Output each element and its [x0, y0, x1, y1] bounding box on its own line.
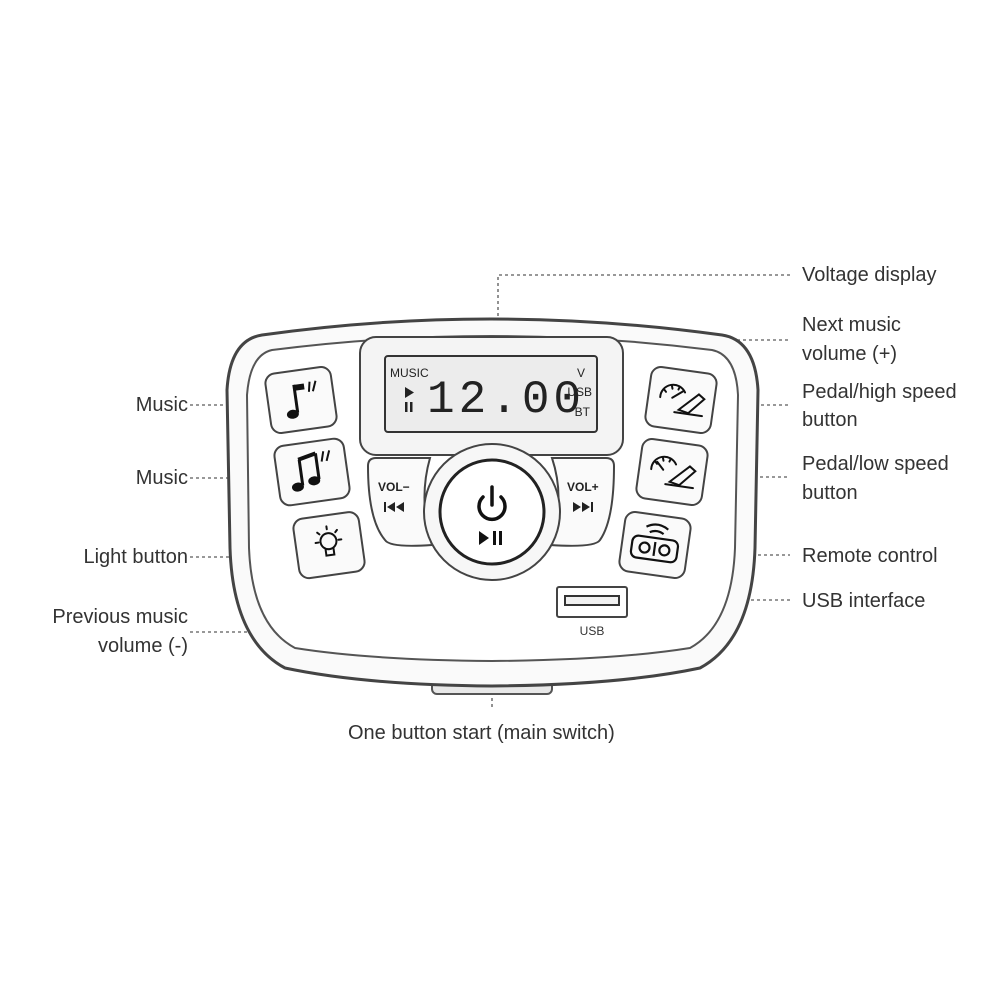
- music-button-2[interactable]: [273, 437, 351, 507]
- light-button[interactable]: [292, 511, 366, 580]
- label-previous-music-line1: Previous music: [52, 606, 188, 628]
- power-icon: [477, 485, 507, 522]
- light-bulb-icon: [314, 525, 343, 557]
- gauge-high-pedal-icon: [659, 383, 706, 418]
- gauge-low-pedal-icon: [650, 455, 697, 490]
- voltage-display: [384, 355, 598, 433]
- display-indicator-usb: USB: [567, 385, 592, 399]
- music-button-1[interactable]: [264, 365, 338, 435]
- vol-minus-label: VOL−: [378, 480, 410, 494]
- remote-control-icon: [629, 523, 680, 564]
- label-music-2: Music: [135, 467, 188, 489]
- next-track-icon: [573, 502, 593, 512]
- label-next-music-line1: Next music: [802, 314, 901, 336]
- remote-control-button[interactable]: [618, 510, 692, 580]
- double-note-icon: [291, 450, 331, 492]
- label-music-1: Music: [135, 394, 188, 416]
- display-mode-label: MUSIC: [390, 366, 429, 380]
- display-digits: 12.00: [427, 374, 585, 426]
- display-pause-icon: [405, 402, 413, 412]
- label-light-button: Light button: [83, 546, 188, 568]
- label-voltage-display: Voltage display: [802, 264, 937, 286]
- usb-port[interactable]: [556, 586, 628, 618]
- vol-minus-button[interactable]: VOL−: [366, 457, 434, 547]
- label-pedal-high-line1: Pedal/high speed: [802, 381, 957, 403]
- display-indicator-v: V: [577, 366, 585, 380]
- label-remote-control: Remote control: [802, 545, 938, 567]
- main-switch-button[interactable]: [423, 443, 561, 581]
- display-indicator-bt: BT: [575, 405, 591, 419]
- single-note-icon: [286, 380, 317, 419]
- label-pedal-high-line2: button: [802, 409, 858, 431]
- label-one-button-start: One button start (main switch): [348, 722, 615, 744]
- play-pause-icon: [479, 531, 502, 545]
- display-play-icon: [405, 387, 414, 398]
- pedal-high-speed-button[interactable]: [644, 365, 718, 435]
- label-usb-interface: USB interface: [802, 590, 926, 612]
- vol-plus-label: VOL+: [567, 480, 599, 494]
- usb-port-label: USB: [580, 624, 605, 638]
- pedal-low-speed-button[interactable]: [635, 437, 709, 507]
- label-next-music-line2: volume (+): [802, 343, 898, 365]
- label-previous-music-line2: volume (-): [97, 635, 188, 657]
- label-pedal-low-line1: Pedal/low speed: [802, 453, 949, 475]
- previous-track-icon: [384, 502, 404, 512]
- label-pedal-low-line2: button: [802, 482, 858, 504]
